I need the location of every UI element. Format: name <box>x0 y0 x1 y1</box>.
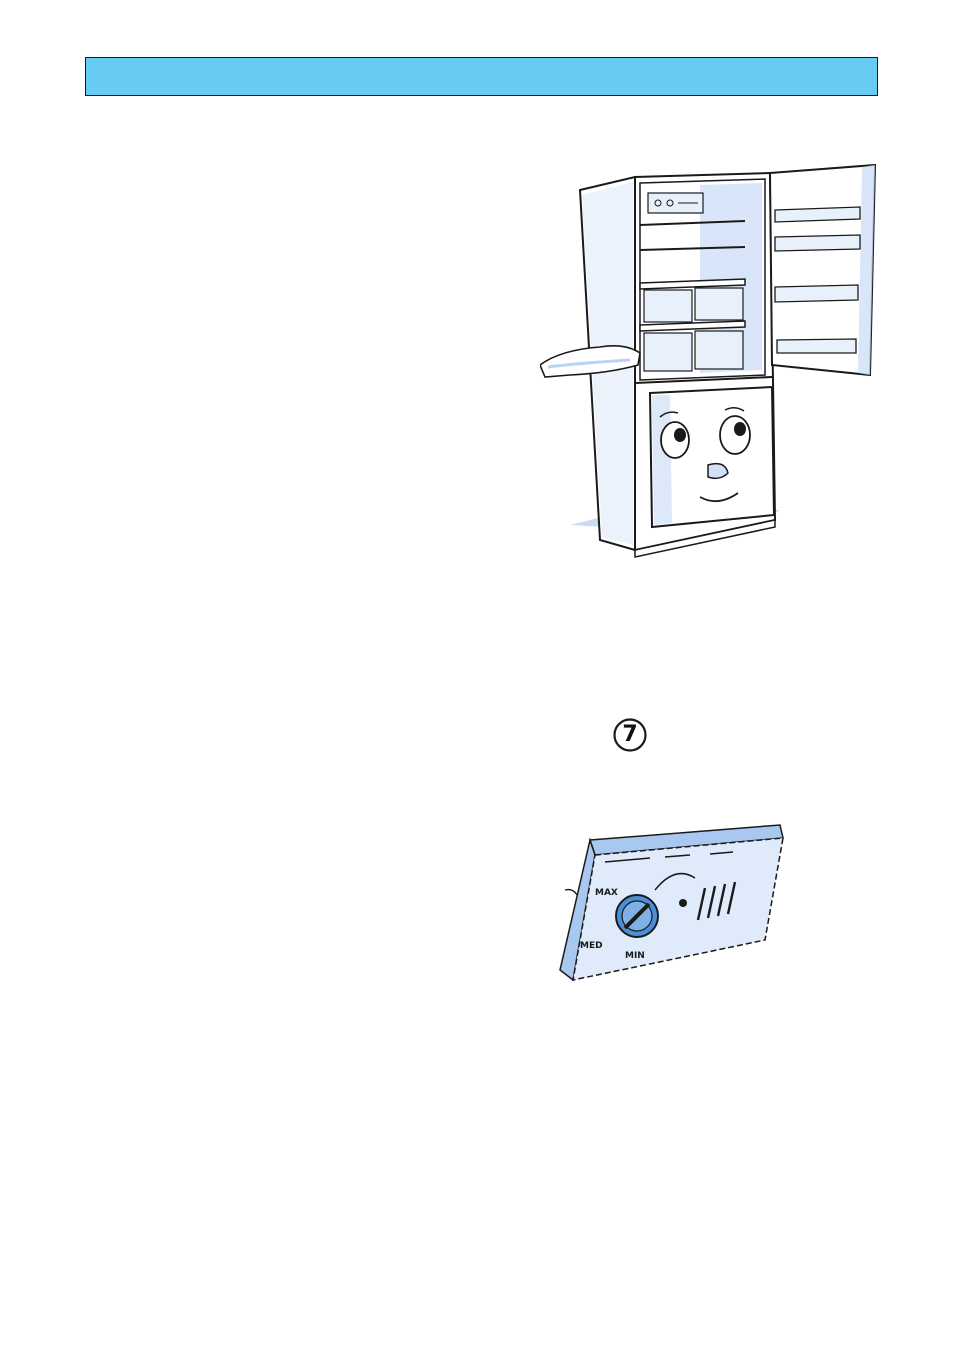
dial-label-max: MAX <box>595 888 618 898</box>
fridge-freezer-illustration <box>540 155 885 560</box>
thermostat-dial-illustration: MAX MED MIN <box>555 820 790 990</box>
dial-label-mid: MED <box>580 941 603 951</box>
dial-label-min: MIN <box>625 951 645 961</box>
step-number-badge: 7 <box>612 717 648 753</box>
step-number: 7 <box>612 717 648 753</box>
section-header-bar <box>85 57 878 96</box>
